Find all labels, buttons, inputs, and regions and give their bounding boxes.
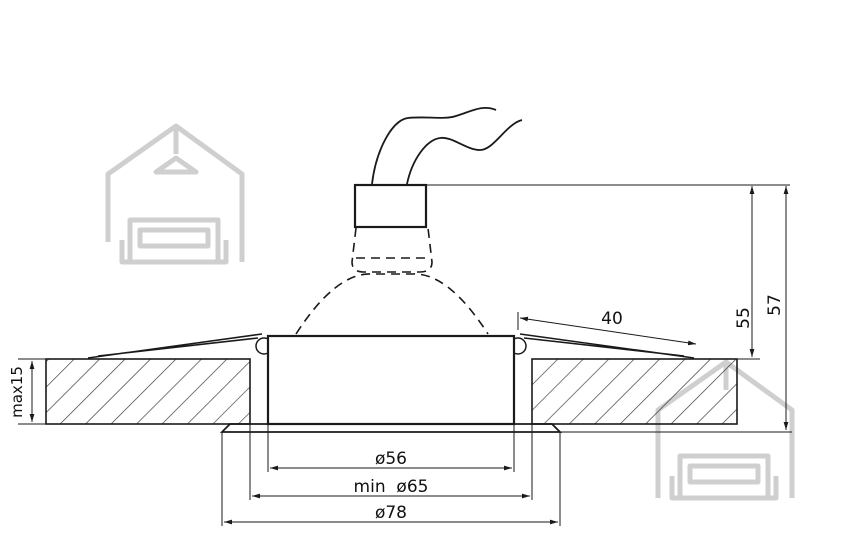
dimension-clip-40: 40 <box>517 309 697 346</box>
bezel-ring <box>219 423 563 433</box>
dimension-d65-label: min ø65 <box>354 477 429 497</box>
spring-clip-right <box>509 333 695 359</box>
dimension-d78-label: ø78 <box>375 503 407 523</box>
dimension-h55-label: 55 <box>734 307 754 329</box>
dimension-h57-label: 57 <box>765 294 785 316</box>
bulb-outline <box>295 227 489 335</box>
diameter-extension-lines <box>221 424 561 526</box>
dimension-h57: 57 <box>765 186 789 430</box>
ceiling-right <box>531 358 738 425</box>
dimension-d56: ø56 <box>270 449 512 471</box>
dimension-d56-label: ø56 <box>375 449 407 469</box>
dimension-d65: min ø65 <box>252 477 530 499</box>
ceiling-left <box>45 358 251 425</box>
cable <box>371 106 523 185</box>
dimension-d78: ø78 <box>224 503 558 525</box>
dimension-max15-label: max15 <box>8 366 26 418</box>
dimension-max15: max15 <box>8 358 46 425</box>
socket <box>353 183 428 229</box>
dimension-clip-40-label: 40 <box>601 309 623 329</box>
spring-clip-left <box>87 333 273 359</box>
height-extension-lines <box>426 184 792 433</box>
dimension-h55: 55 <box>734 186 755 357</box>
house-sofa-logo-icon <box>105 123 245 265</box>
lamp-housing <box>266 334 516 426</box>
